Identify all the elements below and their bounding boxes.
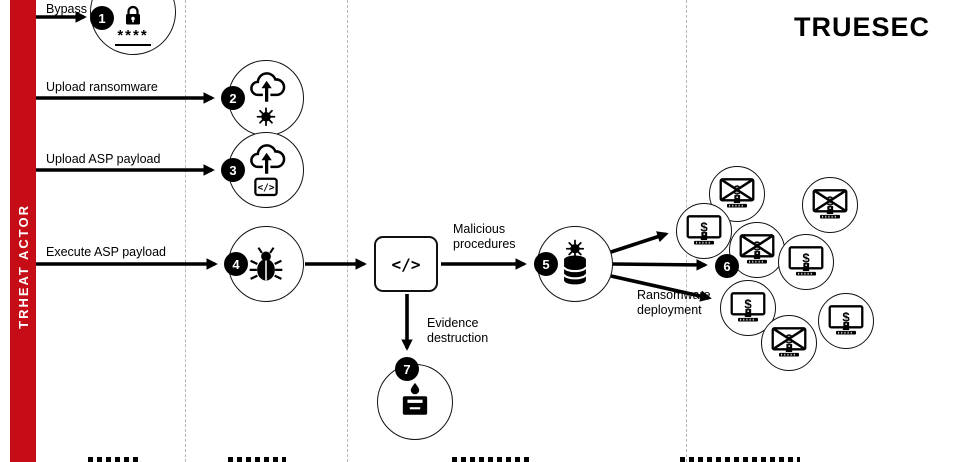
bug-icon (249, 247, 283, 281)
step-badge-6: 6 (715, 254, 739, 278)
step-circle-upload-ransomware (228, 60, 304, 136)
code-glyph: </> (391, 254, 421, 274)
lane-divider (185, 0, 186, 462)
truesec-logo: TRUESEC (793, 12, 930, 42)
ransomed-computer-icon (818, 293, 874, 349)
burn-bin-icon (402, 382, 428, 415)
step-label-upload-asp: Upload ASP payload (46, 152, 161, 166)
padlock-icon (126, 5, 140, 25)
ransomed-computer-icon (676, 203, 732, 259)
step-label-execute-asp: Execute ASP payload (46, 245, 166, 259)
webshell-code-box: </> (374, 236, 438, 292)
lane-divider (347, 0, 348, 462)
masked-password: **** (115, 27, 151, 46)
crossed-computer-icon (802, 177, 858, 233)
ransomed-computer-icon (720, 280, 776, 336)
step-label-upload-ransomware: Upload ransomware (46, 80, 158, 94)
step-badge-1: 1 (90, 6, 114, 30)
cutoff-label-fragment (680, 457, 800, 462)
step-badge-3: 3 (221, 158, 245, 182)
crossed-computer-icon (761, 315, 817, 371)
step-badge-7: 7 (395, 357, 419, 381)
ransomed-computer-icon (778, 234, 834, 290)
threat-actor-label: TRHEAT ACTOR (15, 203, 31, 329)
step-label-malicious-procedures: Malicious procedures (453, 222, 516, 251)
step-label-evidence-destruction: Evidence destruction (427, 316, 489, 345)
threat-actor-lane: TRHEAT ACTOR (10, 0, 36, 462)
step-label-bypass: Bypass (46, 2, 87, 16)
cloud-upload-virus-icon (246, 69, 286, 127)
cloud-upload-code-icon: </> (246, 141, 286, 197)
cutoff-label-fragment (228, 457, 286, 462)
step-label-ransomware-deployment: Ransomware deployment (637, 288, 711, 317)
cutoff-label-fragment (452, 457, 532, 462)
svg-text:</>: </> (258, 183, 275, 194)
step-badge-2: 2 (221, 86, 245, 110)
step-badge-4: 4 (224, 252, 248, 276)
database-virus-icon (563, 239, 587, 284)
step-badge-5: 5 (534, 252, 558, 276)
cutoff-label-fragment (88, 457, 138, 462)
